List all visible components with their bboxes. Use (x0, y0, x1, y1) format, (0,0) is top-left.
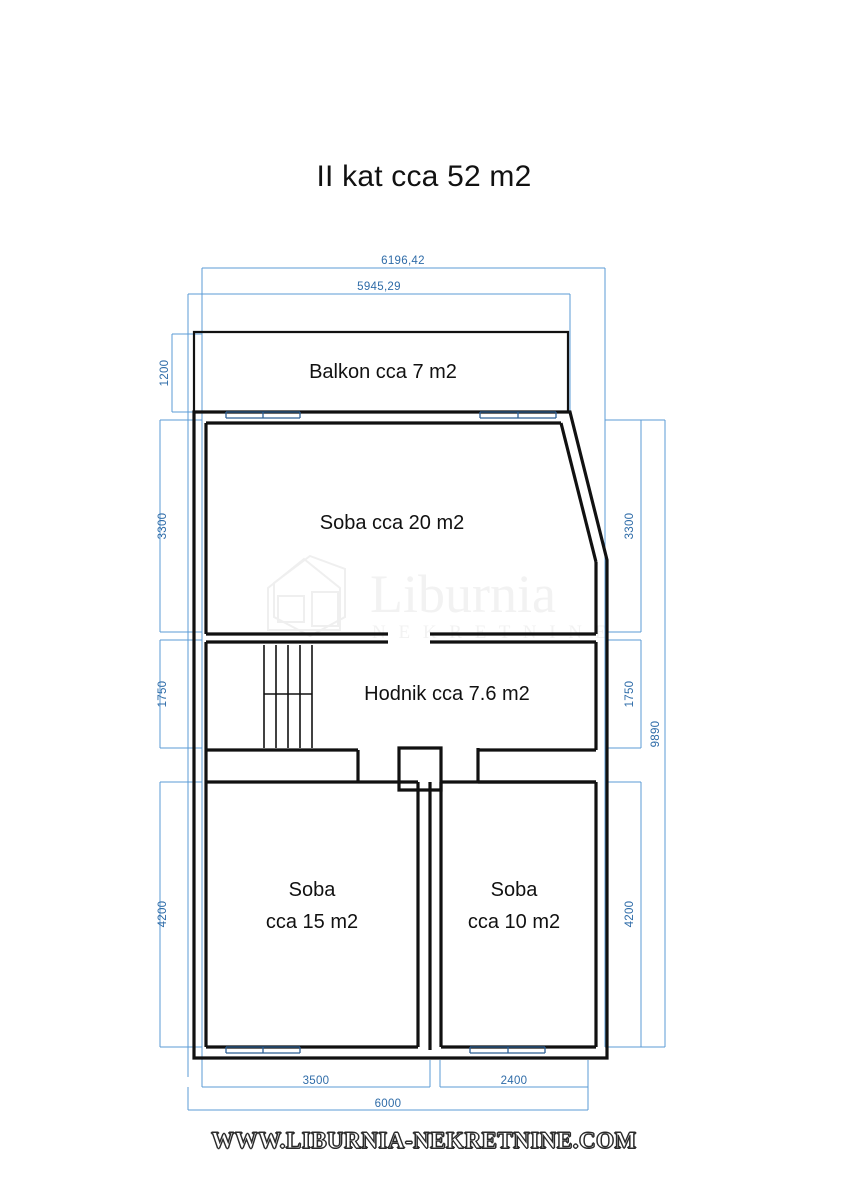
dim-left-soba20: 3300 (157, 513, 169, 540)
room-soba-20: Soba cca 20 m2 (204, 421, 598, 636)
openings-bottom-wall (225, 1046, 546, 1054)
dimensions-bottom: 3500 2400 6000 (187, 1060, 589, 1111)
room-label-soba-20: Soba cca 20 m2 (320, 512, 465, 534)
dim-left-hodnik: 1750 (157, 681, 169, 708)
dim-left-soba: 4200 (157, 901, 169, 928)
dim-bottom-left: 3500 (303, 1075, 330, 1087)
dim-right-soba20: 3300 (624, 513, 636, 540)
dim-right-total: 9890 (650, 721, 662, 748)
dimensions-top: 6196,42 5945,29 (187, 255, 606, 1077)
liburnia-watermark: Liburnia N E K R E T N I N E (267, 554, 606, 643)
room-soba-15: Soba cca 15 m2 (204, 780, 420, 1049)
dim-right-hodnik: 1750 (624, 681, 636, 708)
dim-bottom-right: 2400 (501, 1075, 528, 1087)
openings-balcony-wall (225, 411, 557, 419)
dim-top-inner: 5945,29 (357, 281, 401, 293)
dim-bottom-total: 6000 (375, 1098, 402, 1110)
room-soba-10: Soba cca 10 m2 (439, 780, 598, 1049)
room-label-soba-10-line2: cca 10 m2 (468, 911, 560, 933)
room-label-balkon: Balkon cca 7 m2 (309, 361, 457, 383)
room-label-soba-15-line2: cca 15 m2 (266, 911, 358, 933)
dimensions-right: 3300 1750 4200 9890 (605, 419, 666, 1048)
building-outer-walls (192, 410, 609, 1060)
staircase (263, 645, 313, 748)
room-label-soba-10-line1: Soba (491, 879, 539, 901)
dim-top-outer: 6196,42 (381, 255, 425, 267)
page-title: II kat cca 52 m2 (316, 160, 532, 193)
room-label-hodnik: Hodnik cca 7.6 m2 (364, 683, 530, 705)
room-label-soba-15-line1: Soba (289, 879, 337, 901)
house-hexagon-logo-icon (267, 554, 346, 638)
dim-left-balkon: 1200 (159, 360, 171, 387)
room-hodnik: Hodnik cca 7.6 m2 (204, 640, 598, 782)
site-url-footer: WWW.LIBURNIA-NEKRETNINE.COM (211, 1128, 637, 1154)
dim-right-soba: 4200 (624, 901, 636, 928)
watermark-brand: Liburnia (370, 564, 556, 624)
hall-door-wall (476, 748, 596, 784)
room-balkon: Balkon cca 7 m2 (192, 330, 570, 414)
closet-niche (397, 746, 443, 1050)
